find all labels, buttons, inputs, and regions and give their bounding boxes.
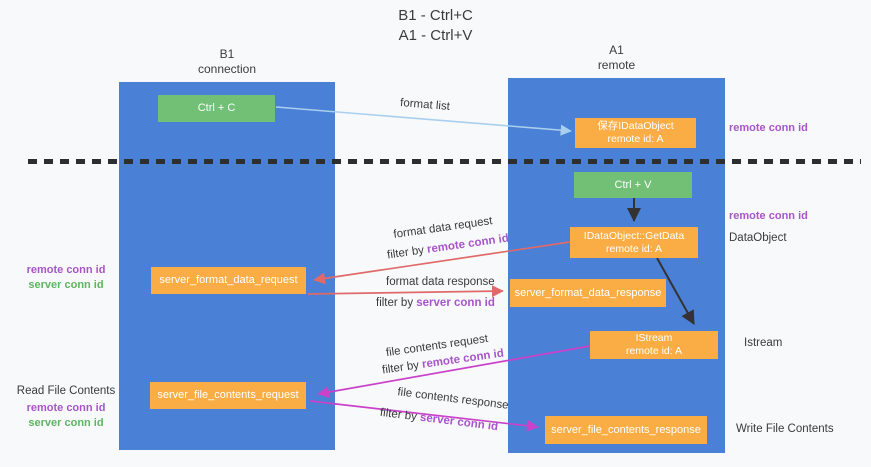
node-server-file-contents-response-label: server_file_contents_response: [551, 423, 701, 436]
node-idataobject-getdata-line1: IDataObject::GetData: [583, 229, 685, 242]
node-idataobject-getdata: IDataObject::GetData remote id: A: [570, 227, 698, 258]
node-save-idataobject-line2: remote id: A: [607, 133, 664, 145]
label-format-data-response-filter: filter by server conn id: [376, 297, 495, 309]
lane-header-b1: B1 connection: [119, 47, 335, 77]
label-remote-conn-id-left-top: remote conn id: [26, 264, 106, 276]
node-istream-line2: remote id: A: [625, 345, 683, 357]
format-data-response-arrow: [307, 285, 504, 298]
node-server-format-data-response: server_format_data_response: [510, 279, 666, 307]
node-server-file-contents-request: server_file_contents_request: [150, 382, 306, 409]
left-conn-id-group-top: remote conn id server conn id: [16, 263, 116, 293]
node-save-idataobject: 保存IDataObject remote id: A: [575, 118, 696, 148]
title-line-2: A1 - Ctrl+V: [398, 27, 473, 44]
label-server-conn-id-left-top: server conn id: [28, 279, 104, 291]
file-contents-response-arrow: [309, 400, 539, 432]
lane-a1-title: A1: [609, 43, 624, 57]
title-line-1: B1 - Ctrl+C: [398, 7, 473, 24]
getdata-to-istream-arrow: [656, 257, 695, 325]
node-server-file-contents-request-label: server_file_contents_request: [157, 389, 299, 401]
node-ctrl-v-label: Ctrl + V: [614, 178, 652, 191]
node-server-format-data-response-label: server_format_data_response: [514, 286, 662, 299]
node-istream: IStream remote id: A: [590, 331, 718, 359]
label-remote-conn-id-top-right: remote conn id: [729, 122, 808, 134]
label-remote-conn-id-left-bottom: remote conn id: [26, 402, 106, 414]
label-remote-conn-id-mid-right: remote conn id: [729, 210, 808, 222]
left-conn-id-group-bottom: Read File Contents remote conn id server…: [16, 384, 116, 431]
file-contents-request-arrow: [317, 345, 591, 398]
lane-a1-subtitle: remote: [597, 58, 636, 72]
node-ctrl-v: Ctrl + V: [574, 172, 692, 198]
label-dataobject: DataObject: [729, 232, 787, 244]
node-idataobject-getdata-line2: remote id: A: [605, 242, 663, 255]
node-server-file-contents-response: server_file_contents_response: [545, 416, 707, 444]
node-server-format-data-request: server_format_data_request: [151, 267, 306, 294]
node-istream-line1: IStream: [635, 332, 673, 344]
session-divider-line: [28, 159, 861, 164]
label-format-data-response: format data response: [386, 276, 495, 288]
lane-header-a1: A1 remote: [508, 43, 725, 73]
lane-b1-title: B1: [219, 47, 235, 61]
label-write-file-contents: Write File Contents: [736, 423, 834, 435]
node-ctrl-c-label: Ctrl + C: [197, 102, 236, 114]
format-list-arrow: [275, 106, 572, 136]
filter-by-text: filter by: [376, 297, 417, 309]
diagram-title: B1 - Ctrl+C A1 - Ctrl+V: [0, 6, 871, 46]
label-read-file-contents: Read File Contents: [16, 385, 116, 397]
label-istream: Istream: [744, 337, 783, 349]
lane-b1-subtitle: connection: [197, 62, 257, 76]
format-data-request-arrow: [313, 241, 571, 285]
node-ctrl-c: Ctrl + C: [158, 95, 275, 122]
label-server-conn-id-left-bottom: server conn id: [28, 417, 104, 429]
filter-key-server-conn-id: server conn id: [416, 297, 495, 309]
node-server-format-data-request-label: server_format_data_request: [159, 274, 298, 286]
node-save-idataobject-line1: 保存IDataObject: [597, 120, 674, 132]
